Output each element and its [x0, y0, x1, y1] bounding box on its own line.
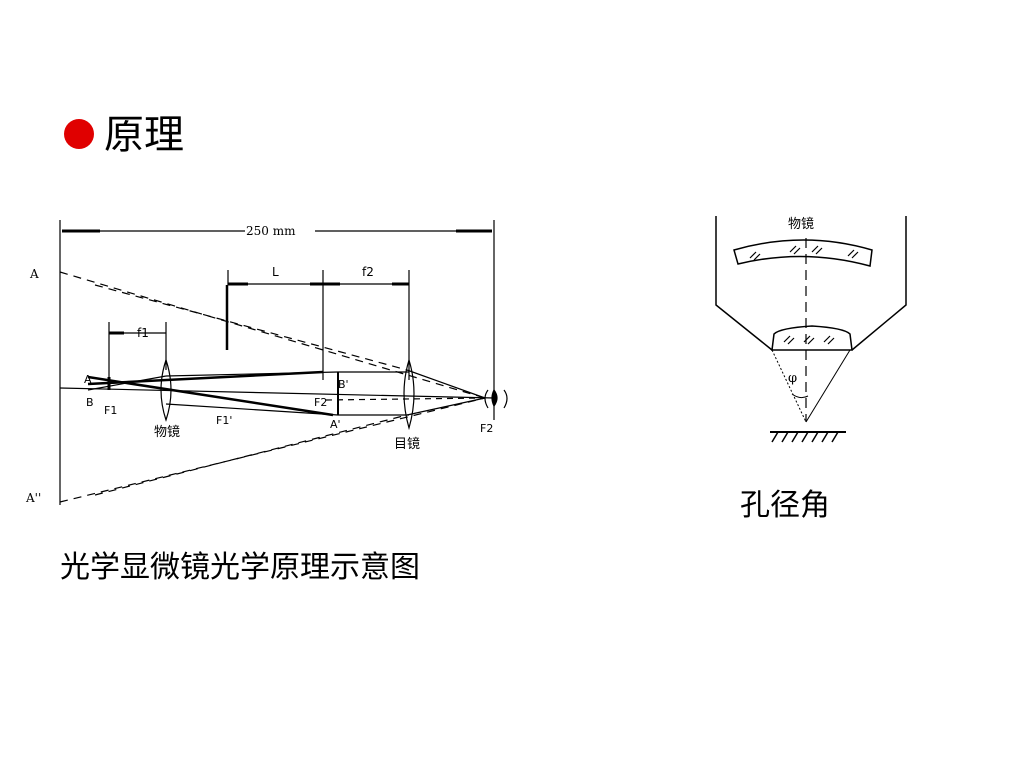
focal-f1-label: f1 — [137, 326, 149, 340]
aperture-objective-label: 物镜 — [788, 217, 814, 232]
focus-f1-prime-label: F1' — [216, 414, 232, 427]
microscope-diagram: 250 mm L f2 f1 A A'' A B F1 F1' B' F2 A'… — [25, 220, 508, 505]
aperture-angle-diagram: 物镜 φ — [715, 216, 907, 443]
image-b-prime-label: B' — [338, 378, 349, 391]
focus-f2-outer-label: F2 — [480, 422, 493, 435]
length-l-label: L — [272, 265, 279, 279]
aperture-angle-symbol: φ — [788, 371, 797, 386]
object-a-small-label: A — [84, 373, 92, 386]
focus-f2-inner-label: F2 — [314, 396, 327, 409]
object-a-label: A — [29, 267, 39, 281]
microscope-diagram-caption: 光学显微镜光学原理示意图 — [60, 550, 420, 585]
objective-lens-label: 物镜 — [154, 425, 180, 440]
focus-f1-label: F1 — [104, 404, 117, 417]
image-a-double-prime-label: A'' — [25, 491, 41, 505]
eyepiece-lens-label: 目镜 — [394, 437, 420, 452]
distance-label: 250 mm — [246, 224, 296, 238]
aperture-angle-caption: 孔径角 — [740, 488, 830, 523]
bullet-dot-icon — [64, 119, 94, 149]
object-b-small-label: B — [86, 396, 94, 409]
image-a-prime-label: A' — [330, 418, 341, 431]
focal-f2-label: f2 — [362, 265, 374, 279]
page-title: 原理 — [104, 112, 184, 158]
